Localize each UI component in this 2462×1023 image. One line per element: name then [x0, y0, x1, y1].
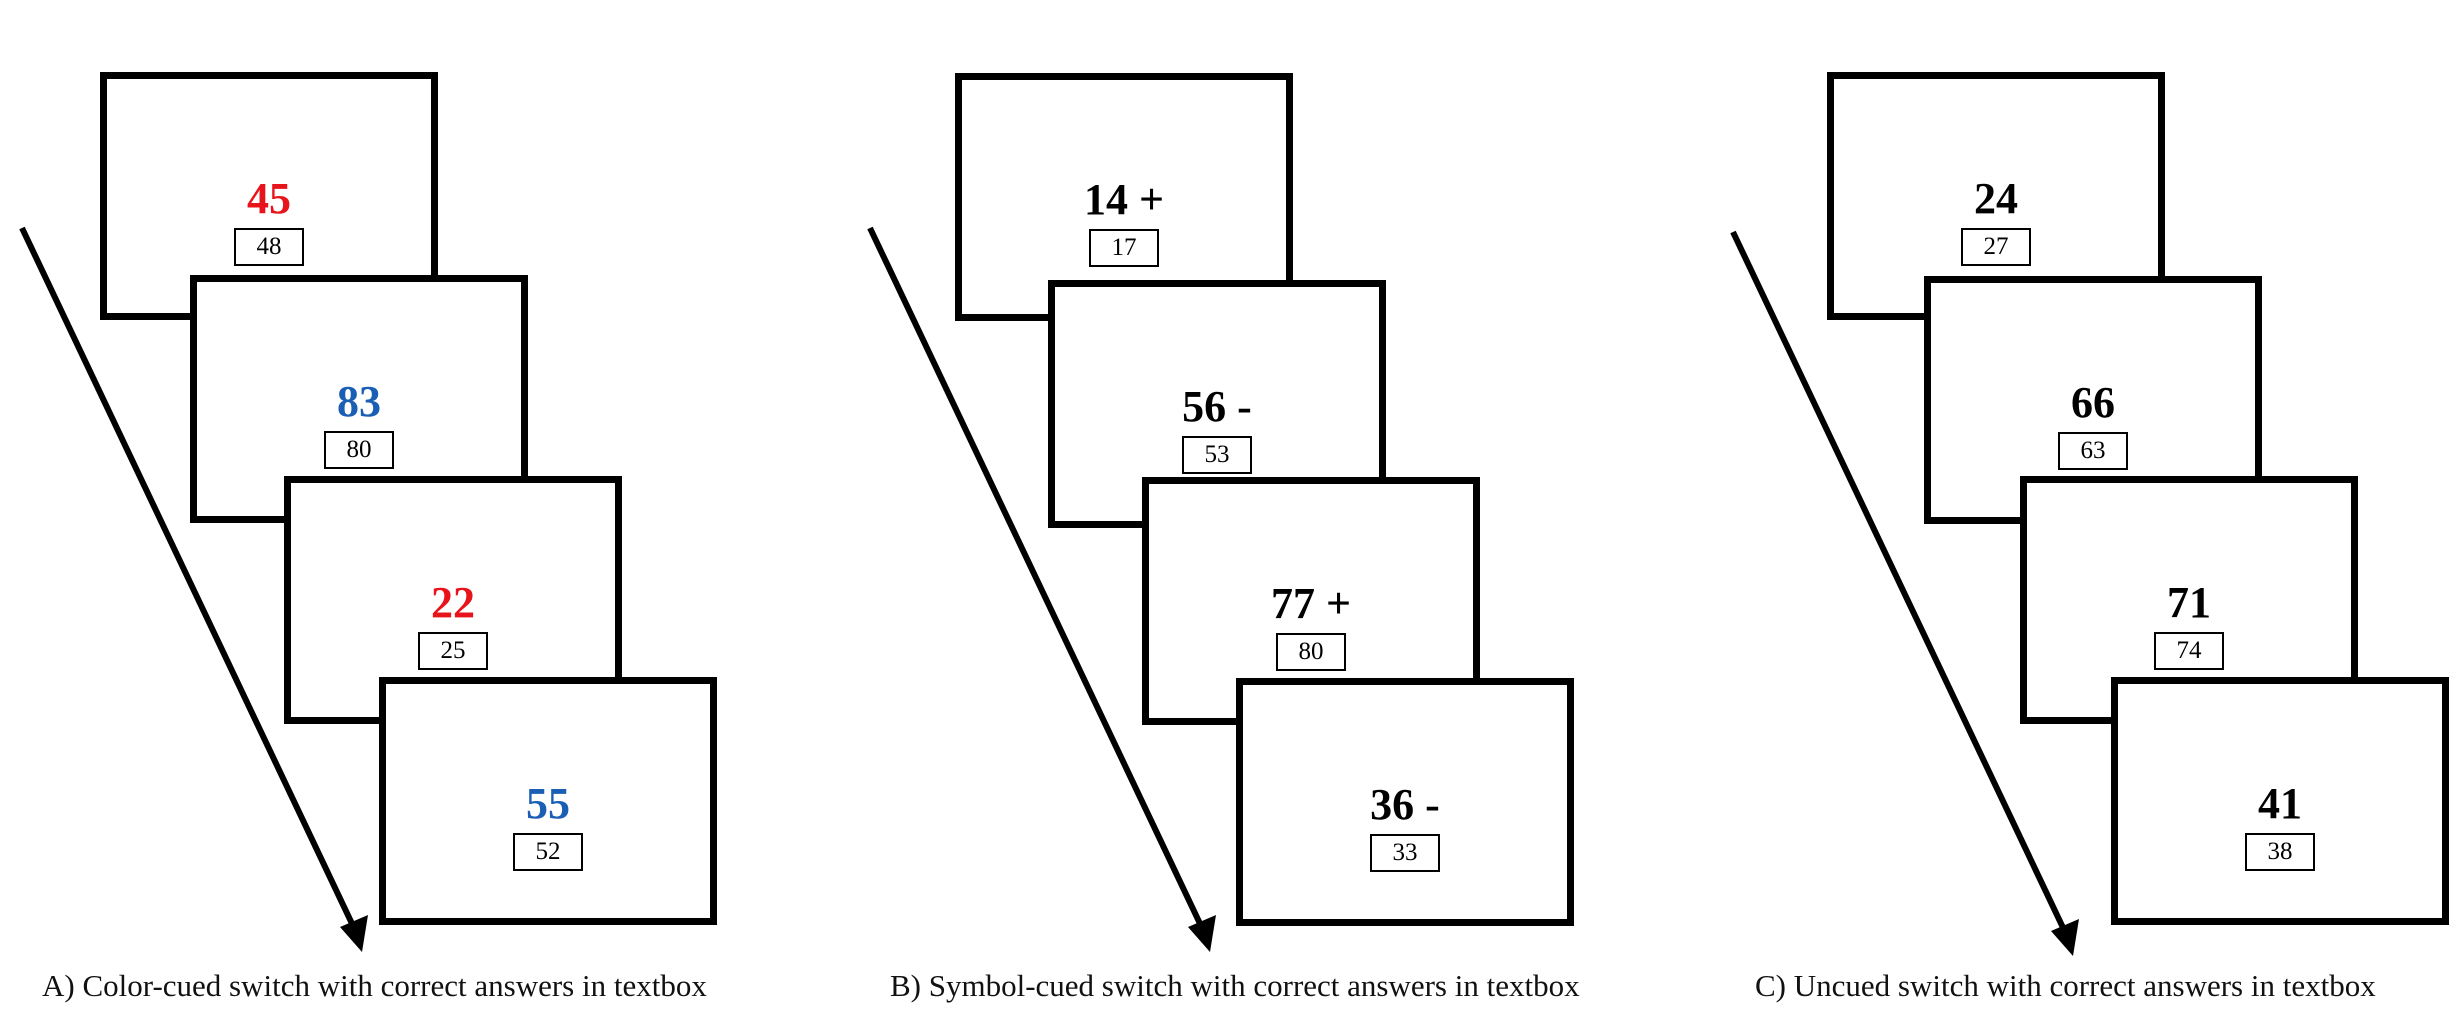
- answer-textbox: 80: [324, 431, 394, 469]
- stimulus-number: 36 -: [1370, 780, 1440, 829]
- panel-color-cued: 45 48 83 80 22 25 55 52 A) Color-cued sw…: [0, 0, 840, 1023]
- answer-textbox: 17: [1089, 229, 1159, 267]
- time-arrow-icon: [867, 226, 1216, 952]
- stimulus-number: 22: [431, 578, 475, 627]
- trial-screen-4: 41 38: [2111, 677, 2449, 925]
- stimulus-number: 41: [2258, 779, 2302, 828]
- stimulus-number: 71: [2167, 578, 2211, 627]
- trial-screen-1: 14 + 17: [955, 73, 1293, 321]
- trial-screen-4: 36 - 33: [1236, 678, 1574, 926]
- stimulus-number: 77 +: [1270, 579, 1352, 628]
- panel-uncued: 24 27 66 63 71 74 41 38 C) Uncued switch…: [1700, 0, 2462, 1023]
- answer-textbox: 25: [418, 632, 488, 670]
- answer-textbox: 53: [1182, 436, 1252, 474]
- trial-screen-3: 71 74: [2020, 476, 2358, 724]
- answer-textbox: 74: [2154, 632, 2224, 670]
- panel-caption: B) Symbol-cued switch with correct answe…: [890, 968, 1580, 1003]
- stimulus-number: 14 +: [1083, 175, 1165, 224]
- answer-textbox: 63: [2058, 432, 2128, 470]
- time-arrow-icon: [1730, 230, 2079, 956]
- answer-textbox: 33: [1370, 834, 1440, 872]
- panel-symbol-cued: 14 + 17 56 - 53 77 + 80 36 - 33 B) Symbo…: [840, 0, 1700, 1023]
- answer-textbox: 27: [1961, 228, 2031, 266]
- panel-caption: A) Color-cued switch with correct answer…: [42, 968, 707, 1003]
- stimulus-number: 45: [247, 174, 291, 223]
- stimulus-number: 55: [526, 779, 570, 828]
- trial-screen-4: 55 52: [379, 677, 717, 925]
- answer-textbox: 48: [234, 228, 304, 266]
- answer-textbox: 38: [2245, 833, 2315, 871]
- stimulus-number: 56 -: [1182, 382, 1252, 431]
- answer-textbox: 80: [1276, 633, 1346, 671]
- answer-textbox: 52: [513, 833, 583, 871]
- panel-caption: C) Uncued switch with correct answers in…: [1755, 968, 2376, 1003]
- stimulus-number: 66: [2071, 378, 2115, 427]
- time-arrow-icon: [19, 226, 368, 952]
- stimulus-number: 24: [1974, 174, 2018, 223]
- stimulus-number: 83: [337, 377, 381, 426]
